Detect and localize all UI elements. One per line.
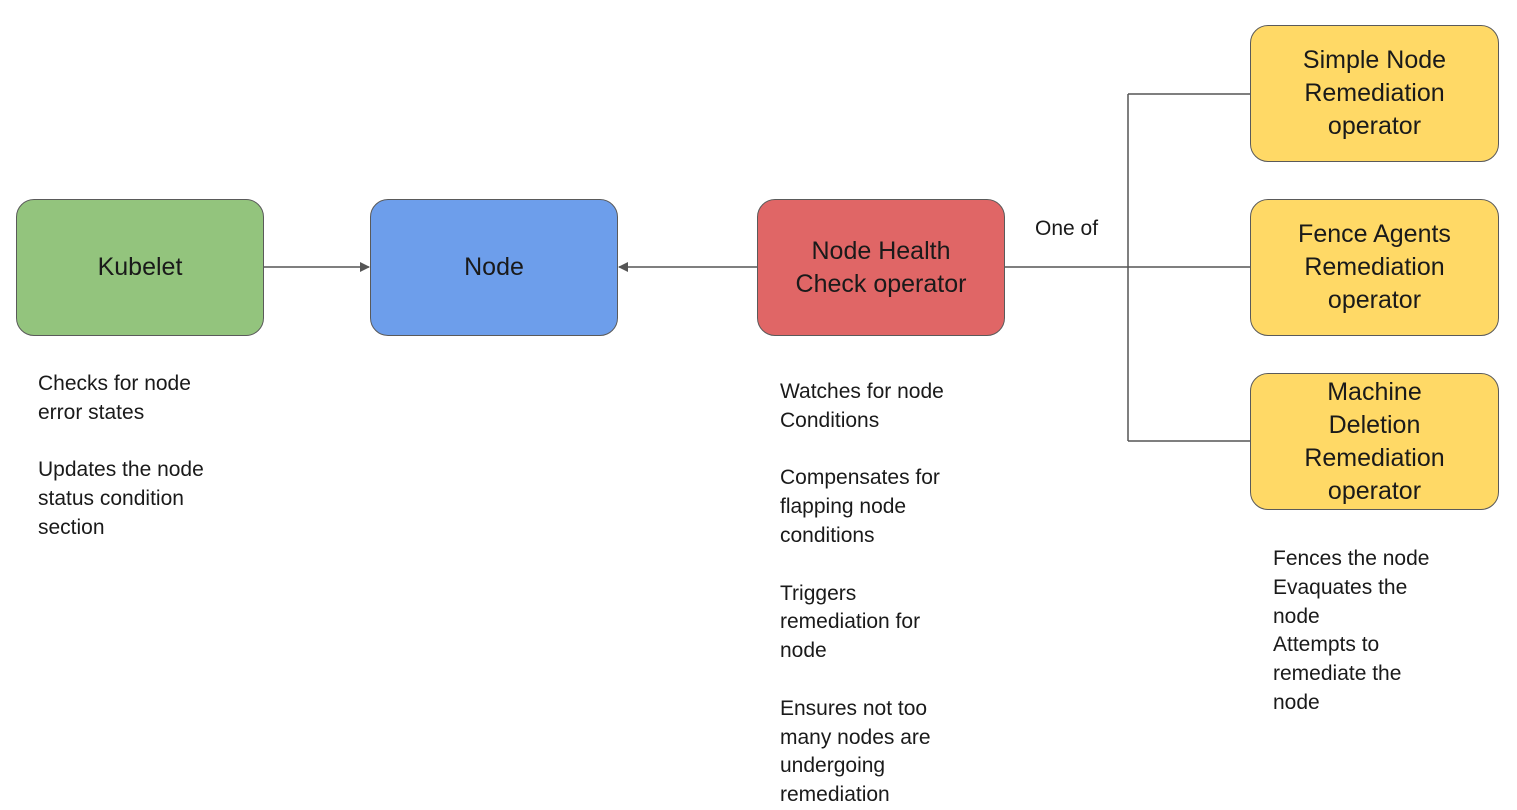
kubelet-box[interactable]: Kubelet	[16, 199, 264, 336]
snr-box[interactable]: Simple Node Remediation operator	[1250, 25, 1499, 162]
snr-label: Simple Node Remediation operator	[1302, 46, 1447, 140]
kubelet-notes: Checks for node error states Updates the…	[38, 370, 204, 543]
mdr-box[interactable]: Machine Deletion Remediation operator	[1250, 373, 1499, 510]
nhc-note-1: Watches for node Conditions	[780, 380, 944, 432]
nhc-notes: Watches for node Conditions Compensates …	[780, 378, 944, 810]
far-label: Fence Agents Remediation operator	[1298, 220, 1451, 314]
remediator-notes: Fences the node Evaquates the node Attem…	[1273, 545, 1429, 718]
mdr-label: Machine Deletion Remediation operator	[1304, 377, 1445, 505]
nhc-note-4: Ensures not too many nodes are undergoin…	[780, 696, 931, 807]
branch-connector	[1005, 93, 1250, 442]
nhc-box[interactable]: Node Health Check operator	[757, 199, 1005, 336]
one-of-label: One of	[1035, 217, 1099, 240]
kubelet-label: Kubelet	[97, 253, 183, 281]
node-label: Node	[464, 253, 524, 281]
far-box[interactable]: Fence Agents Remediation operator	[1250, 199, 1499, 336]
nhc-label: Node Health Check operator	[795, 236, 967, 298]
nhc-note-2: Compensates for flapping node conditions	[780, 466, 940, 547]
node-box[interactable]: Node	[370, 199, 618, 336]
nhc-note-3: Triggers remediation for node	[780, 581, 921, 663]
kubelet-note-2: Updates the node status condition sectio…	[38, 458, 204, 539]
kubelet-note-1: Checks for node error states	[38, 372, 191, 424]
remediator-note-1: Fences the node Evaquates the node Attem…	[1273, 547, 1430, 714]
